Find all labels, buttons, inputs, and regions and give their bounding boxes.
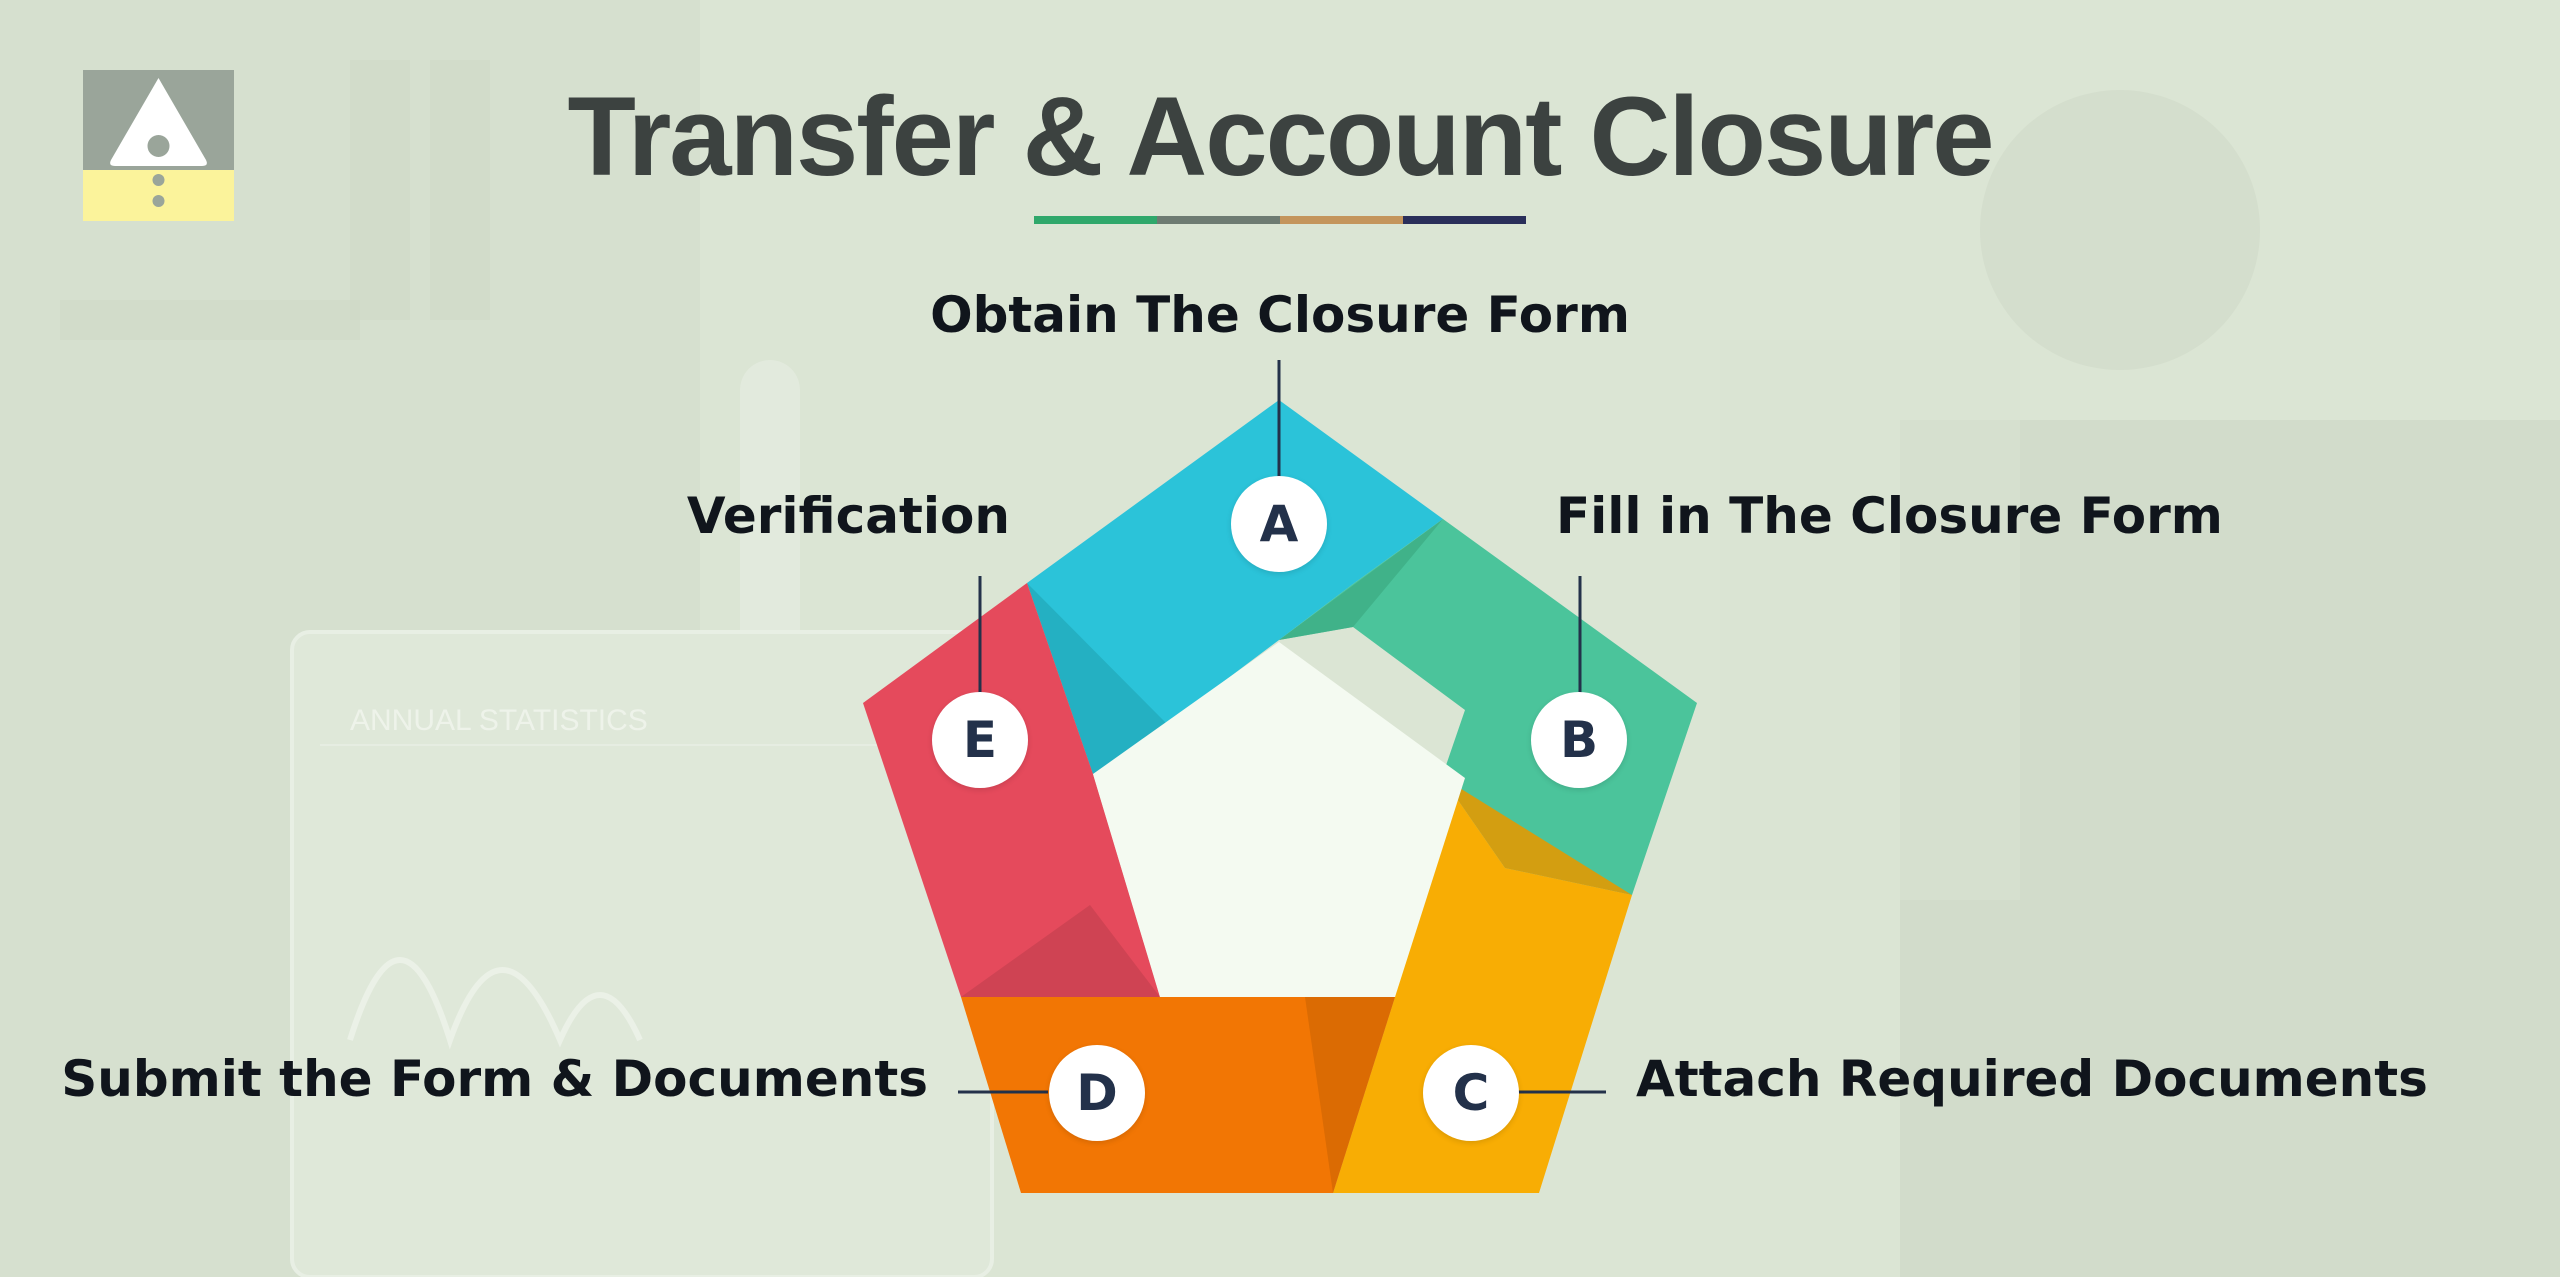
marker-e-letter: E	[962, 711, 998, 769]
step-label-d: Submit the Form & Documents	[61, 1050, 928, 1108]
marker-b-letter: B	[1559, 711, 1599, 769]
step-label-e: Verification	[686, 487, 1010, 545]
step-label-b: Fill in The Closure Form	[1556, 487, 2223, 545]
marker-e: E	[932, 692, 1028, 788]
segment-c-shade	[1442, 777, 1632, 895]
marker-d-letter: D	[1076, 1064, 1118, 1122]
underline-segment-1	[1034, 216, 1157, 224]
underline-segment-2	[1157, 216, 1280, 224]
marker-a: A	[1231, 476, 1327, 572]
marker-c: C	[1423, 1045, 1519, 1141]
segment-d	[961, 997, 1395, 1193]
segment-a-shade	[1027, 583, 1167, 774]
page-title: Transfer & Account Closure	[567, 74, 1994, 199]
segment-e-shade	[961, 905, 1160, 997]
marker-a-letter: A	[1259, 495, 1299, 553]
marker-d: D	[1049, 1045, 1145, 1141]
segment-b-shade	[1279, 519, 1443, 640]
marker-c-letter: C	[1452, 1064, 1490, 1122]
segment-c	[1333, 777, 1632, 1193]
title-underline	[1034, 216, 1526, 224]
alert-triangle-icon	[83, 70, 234, 221]
underline-segment-4	[1403, 216, 1526, 224]
pentagon-center	[1093, 642, 1465, 997]
segment-a	[1027, 400, 1443, 774]
segment-e	[863, 583, 1160, 997]
segment-d-shade	[1305, 997, 1395, 1193]
laptop-screen-text: ANNUAL STATISTICS	[350, 704, 648, 737]
segment-b	[1279, 519, 1697, 895]
marker-b: B	[1531, 692, 1627, 788]
step-label-c: Attach Required Documents	[1636, 1050, 2428, 1108]
step-label-a: Obtain The Closure Form	[930, 286, 1630, 344]
underline-segment-3	[1280, 216, 1403, 224]
